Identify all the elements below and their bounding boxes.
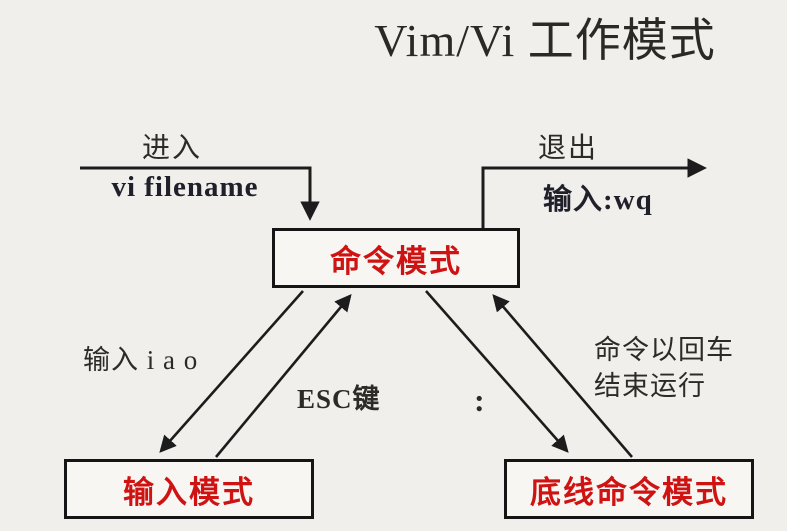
- arrow-command-to-lastline: [425, 290, 569, 453]
- enter-label: 进入: [142, 133, 203, 164]
- command-mode-label: 命令模式: [330, 243, 462, 279]
- label-colon: :: [474, 382, 485, 418]
- node-insert-mode: 输入模式: [64, 459, 314, 519]
- lastline-mode-label: 底线命令模式: [530, 474, 728, 510]
- enter-command: vi filename: [111, 171, 259, 203]
- exit-command: 输入:wq: [543, 184, 653, 216]
- node-command-mode: 命令模式: [272, 228, 520, 288]
- arrow-exit: [481, 158, 707, 229]
- node-lastline-mode: 底线命令模式: [504, 459, 754, 519]
- label-lastline-note: 命令以回车 结束运行: [594, 332, 734, 404]
- insert-mode-label: 输入模式: [123, 474, 255, 510]
- arrow-lastline-to-command: [492, 294, 633, 458]
- exit-label: 退出: [538, 133, 599, 164]
- label-input-iao: 输入 i a o: [83, 345, 199, 375]
- label-lastline-note-line2: 结束运行: [594, 371, 706, 401]
- page-title: Vim/Vi 工作模式: [374, 15, 716, 66]
- label-lastline-note-line1: 命令以回车: [594, 335, 734, 365]
- label-esc-key: ESC键: [297, 384, 381, 414]
- arrow-enter: [80, 166, 320, 221]
- arrow-command-to-insert: [159, 290, 304, 453]
- arrow-insert-to-command: [215, 294, 352, 458]
